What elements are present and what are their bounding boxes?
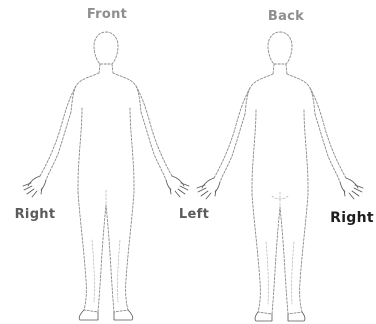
front-right-hand-outline [23, 176, 46, 197]
back-head-outline [268, 32, 292, 64]
back-neck-outline [273, 64, 287, 74]
back-left-arm-outline [214, 88, 250, 182]
back-feet-outline [255, 312, 305, 321]
back-right-arm-outline [310, 88, 346, 182]
front-legs-outline [78, 192, 134, 312]
body-outline-back-icon [197, 32, 363, 321]
front-left-arm-outline [136, 86, 172, 180]
back-torso-outline [245, 74, 315, 194]
front-right-arm-outline [40, 86, 76, 180]
back-legs-outline [252, 194, 308, 314]
front-head-outline [94, 32, 118, 64]
front-feet-outline [79, 310, 133, 320]
front-torso-outline [71, 73, 141, 192]
front-left-hand-outline [166, 176, 189, 197]
front-neck-outline [99, 64, 113, 73]
body-outline-front-icon [23, 32, 189, 320]
back-left-hand-outline [197, 178, 220, 199]
back-right-hand-outline [340, 178, 363, 199]
